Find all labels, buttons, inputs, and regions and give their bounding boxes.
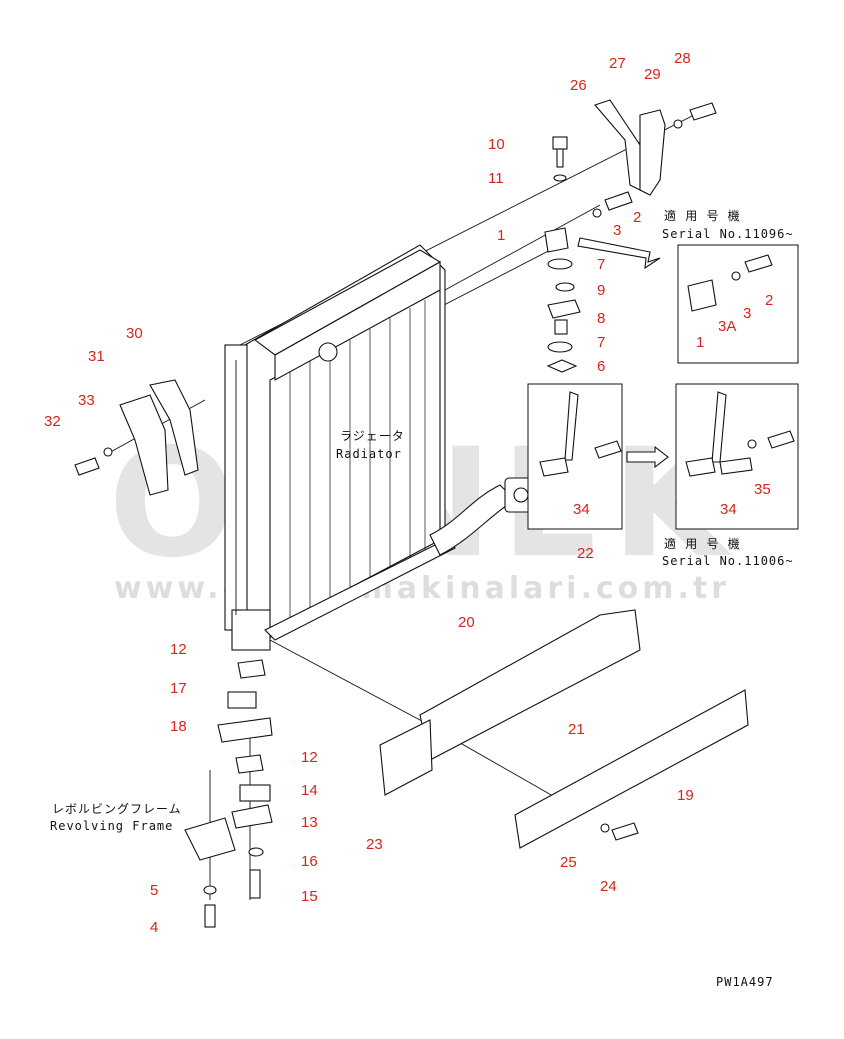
callout-30: 30 xyxy=(126,325,143,342)
part-26 xyxy=(594,99,641,191)
bolt-28 xyxy=(689,102,717,121)
callout-4: 4 xyxy=(150,919,158,936)
guard-parts-left xyxy=(74,379,199,496)
callout-24: 24 xyxy=(600,878,617,895)
callout-34b: 34 xyxy=(720,501,737,518)
callout-8: 8 xyxy=(597,310,605,327)
callout-10: 10 xyxy=(488,136,505,153)
serial-top: Serial No.11096~ xyxy=(662,227,794,241)
callout-33: 33 xyxy=(78,392,95,409)
callout-9: 9 xyxy=(597,282,605,299)
callout-7a: 7 xyxy=(597,256,605,273)
radiator-jp: ラジェータ xyxy=(340,429,405,443)
callout-35: 35 xyxy=(754,481,771,498)
callout-2b: 2 xyxy=(765,292,773,309)
callout-2a: 2 xyxy=(633,209,641,226)
guard-parts-top xyxy=(544,99,717,373)
part-23 xyxy=(379,719,433,796)
frame-label: Revolving Frame xyxy=(50,819,173,833)
callout-3A: 3A xyxy=(718,318,736,335)
callout-22: 22 xyxy=(577,545,594,562)
callout-32: 32 xyxy=(44,413,61,430)
watermark-url: www.orneksmakinalari.com.tr xyxy=(114,571,730,606)
washer-33 xyxy=(103,447,113,457)
callout-numbers: 28 27 29 26 10 11 2 3 1 7 9 8 7 6 30 31 … xyxy=(44,50,773,936)
callout-13: 13 xyxy=(301,814,318,831)
callout-25: 25 xyxy=(560,854,577,871)
callout-12a: 12 xyxy=(170,641,187,658)
callout-3b: 3 xyxy=(743,305,751,322)
serial-bottom: Serial No.11006~ xyxy=(662,554,794,568)
text-labels: 適 用 号 機 Serial No.11096~ 適 用 号 機 Serial … xyxy=(50,208,794,989)
part-27 xyxy=(639,109,666,196)
callout-23: 23 xyxy=(366,836,383,853)
callout-27: 27 xyxy=(609,55,626,72)
callout-29: 29 xyxy=(644,66,661,83)
part-31 xyxy=(119,394,169,496)
callout-21: 21 xyxy=(568,721,585,738)
serial-top-jp: 適 用 号 機 xyxy=(664,208,741,223)
callout-14: 14 xyxy=(301,782,318,799)
callout-34a: 34 xyxy=(573,501,590,518)
callout-31: 31 xyxy=(88,348,105,365)
washer-29 xyxy=(673,119,683,129)
callout-3a: 3 xyxy=(613,222,621,239)
part-30 xyxy=(149,379,199,476)
callout-11: 11 xyxy=(488,170,504,187)
part-19 xyxy=(514,689,749,849)
callout-7b: 7 xyxy=(597,334,605,351)
serial-box-top xyxy=(577,237,799,364)
side-covers xyxy=(379,609,749,849)
callout-18: 18 xyxy=(170,718,187,735)
detail-boxes xyxy=(527,383,799,530)
serial-bottom-jp: 適 用 号 機 xyxy=(664,536,741,551)
radiator-label: Radiator xyxy=(336,447,402,461)
callout-16: 16 xyxy=(301,853,318,870)
callout-6: 6 xyxy=(597,358,605,375)
radiator-assembly xyxy=(224,244,538,651)
callout-19: 19 xyxy=(677,787,694,804)
drawing-code: PW1A497 xyxy=(716,975,774,989)
callout-5: 5 xyxy=(150,882,158,899)
frame-jp: レボルビングフレーム xyxy=(52,802,182,816)
callout-12b: 12 xyxy=(301,749,318,766)
callout-1a: 1 xyxy=(497,227,505,244)
mount-parts xyxy=(184,659,273,928)
callout-1b: 1 xyxy=(696,334,704,351)
callout-26: 26 xyxy=(570,77,587,94)
part-20 xyxy=(419,609,641,761)
callout-15: 15 xyxy=(301,888,318,905)
callout-17: 17 xyxy=(170,680,187,697)
callout-28: 28 xyxy=(674,50,691,67)
callout-20: 20 xyxy=(458,614,475,631)
bolt-32 xyxy=(74,457,100,476)
